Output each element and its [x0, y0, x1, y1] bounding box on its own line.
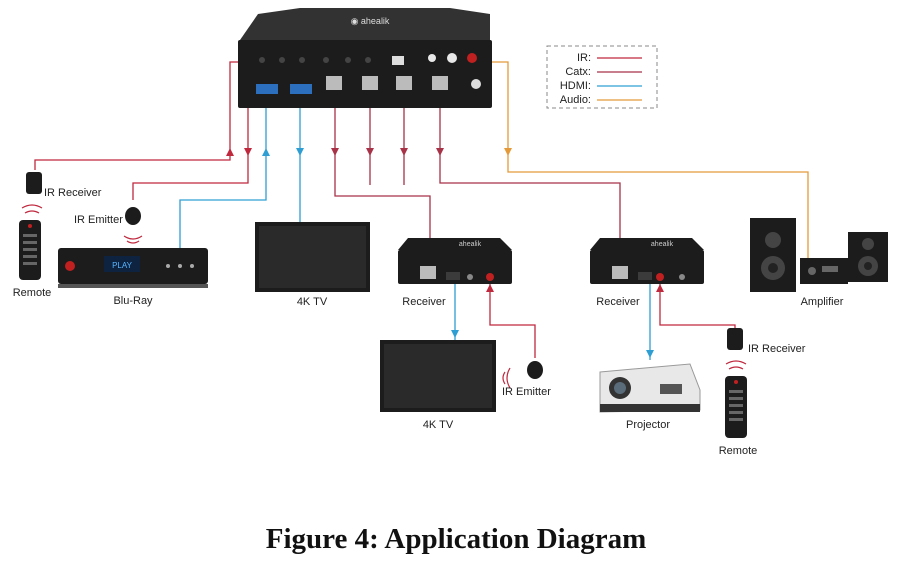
arrow-ir-emitter-left	[244, 148, 252, 156]
remote-left-label: Remote	[13, 287, 52, 299]
switcher-logo: ◉ ahealik	[351, 16, 390, 26]
projector: Projector	[599, 363, 701, 431]
arrow-ir-left	[226, 148, 234, 156]
remote-right-label: Remote	[719, 445, 758, 457]
hdbaset-switcher: ◉ ahealik	[238, 8, 492, 108]
switcher-hdmi-out	[290, 84, 312, 94]
switcher-buttons	[259, 57, 371, 63]
figure-caption: Figure 4: Application Diagram	[265, 523, 647, 555]
tv-bottom: 4K TV	[380, 340, 496, 431]
receiver-2-label: Receiver	[596, 296, 640, 308]
ir-line-emitter-left	[132, 85, 249, 200]
legend-ir-label: IR:	[577, 52, 591, 64]
tv-bottom-label: 4K TV	[423, 419, 454, 431]
ir-emitter-bottom: IR Emitter	[502, 361, 551, 398]
ir-receiver-left-label: IR Receiver	[44, 187, 102, 199]
arrow-hdmi-tv-top	[296, 148, 304, 156]
ir-receiver-right-label: IR Receiver	[748, 343, 806, 355]
receiver-1-label: Receiver	[402, 296, 446, 308]
arrow-ir-bottom	[486, 284, 494, 292]
legend-hdmi-label: HDMI:	[560, 80, 591, 92]
legend-box	[546, 45, 658, 109]
tv-top-label: 4K TV	[297, 296, 328, 308]
ir-emitter-bottom-label: IR Emitter	[502, 386, 551, 398]
switcher-rj45-2	[362, 76, 378, 90]
projector-label: Projector	[626, 419, 670, 431]
receiver-1: ahealik Receiver	[398, 238, 512, 308]
ir-receiver-right: IR Receiver	[727, 328, 806, 355]
tv-top: 4K TV	[255, 222, 370, 308]
connection-arrows	[226, 148, 664, 358]
remote-right: Remote	[719, 360, 758, 457]
arrow-audio	[504, 148, 512, 156]
amplifier: Amplifier	[750, 218, 888, 308]
legend: IR: Catx: HDMI: Audio:	[546, 45, 658, 109]
switcher-audio-jack-1	[428, 54, 436, 62]
ir-emitter-left: IR Emitter	[74, 207, 143, 244]
switcher-usb-port	[392, 56, 404, 65]
amplifier-label: Amplifier	[801, 296, 844, 308]
ir-emitter-left-label: IR Emitter	[74, 214, 123, 226]
switcher-front-face	[238, 40, 492, 108]
arrow-catx-2	[366, 148, 374, 156]
arrow-ir-right	[656, 284, 664, 292]
receiver-2-logo: ahealik	[651, 241, 674, 248]
catx-line-receiver-2	[439, 98, 621, 248]
ir-receiver-left: IR Receiver	[26, 172, 102, 199]
switcher-audio-jack-2	[447, 53, 457, 63]
ir-line-emitter-bottom	[489, 283, 536, 358]
ir-line-receiver-right	[659, 283, 736, 345]
arrow-hdmi-tv-bottom	[451, 330, 459, 338]
legend-catx-label: Catx:	[565, 66, 591, 78]
legend-audio-label: Audio:	[560, 94, 591, 106]
bluray-label: Blu-Ray	[113, 295, 153, 307]
arrow-catx-4	[436, 148, 444, 156]
remote-left: Remote	[13, 204, 52, 299]
arrow-hdmi-bluray	[262, 148, 270, 156]
switcher-hdmi-in	[256, 84, 278, 94]
switcher-rj45-4	[432, 76, 448, 90]
switcher-rj45-1	[326, 76, 342, 90]
bluray-display-text: PLAY	[112, 261, 133, 270]
bluray-player: PLAY Blu-Ray	[58, 248, 208, 307]
switcher-audio-jack-3	[467, 53, 477, 63]
switcher-power-jack	[471, 79, 481, 89]
hdmi-line-bluray	[179, 98, 267, 248]
receiver-2: ahealik Receiver	[590, 238, 704, 308]
ir-line-receiver-left	[34, 61, 240, 170]
switcher-top-face	[240, 8, 490, 40]
switcher-rj45-3	[396, 76, 412, 90]
arrow-catx-1	[331, 148, 339, 156]
arrow-hdmi-projector	[646, 350, 654, 358]
receiver-1-logo: ahealik	[459, 241, 482, 248]
arrow-catx-3	[400, 148, 408, 156]
catx-line-receiver-1	[334, 98, 431, 248]
